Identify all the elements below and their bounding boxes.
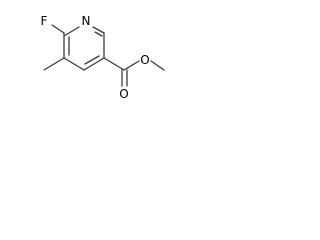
methyl-ester-group	[103, 57, 165, 87]
bond-c5-methyl	[43, 57, 65, 71]
bond-ester-o-methyl	[150, 60, 165, 71]
bond-c3-c4-double	[84, 55, 100, 65]
bond-n1-c2	[92, 26, 105, 34]
ester-oxygen-atom-label: O	[140, 53, 149, 67]
bond-carbonyl-ester-o	[123, 60, 140, 71]
molecule-structure: F N O O	[41, 14, 165, 101]
pyridine-ring	[63, 26, 105, 71]
bond-c3-c4	[83, 57, 105, 71]
carbonyl-oxygen-atom-label: O	[119, 87, 128, 101]
bond-n1-c2-double	[94, 31, 103, 37]
bond-c3-carbonyl	[103, 57, 125, 71]
bond-c4-c5	[63, 57, 85, 71]
bond-c6-f	[51, 24, 65, 34]
ring-nitrogen-atom-label: N	[82, 14, 91, 28]
bond-c6-n1	[63, 26, 80, 37]
fluorine-atom-label: F	[41, 14, 48, 28]
